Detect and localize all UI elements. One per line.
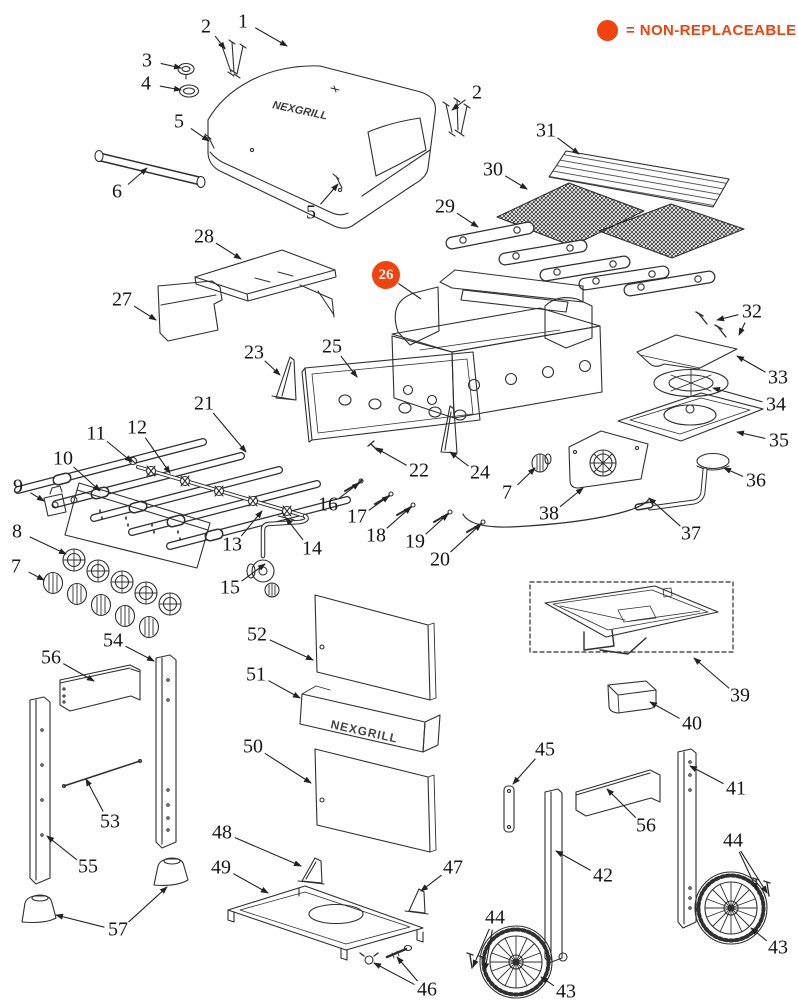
callout-11: 11 xyxy=(86,422,106,445)
bottom-shelf-drawing xyxy=(228,858,428,964)
callout-24: 24 xyxy=(470,461,490,484)
handle-drawing xyxy=(95,151,205,188)
callout-2: 2 xyxy=(201,15,211,38)
callout-57: 57 xyxy=(108,918,128,941)
callout-13: 13 xyxy=(222,533,242,556)
callout-43: 43 xyxy=(768,936,788,959)
wheel-legs-drawing xyxy=(467,749,770,998)
rear-legs-drawing xyxy=(22,655,188,923)
callout-12: 12 xyxy=(127,416,147,439)
callout-16: 16 xyxy=(318,493,338,516)
legend: = NON-REPLACEABLE xyxy=(597,20,797,41)
callout-42: 42 xyxy=(593,864,613,887)
callout-10: 10 xyxy=(53,447,73,470)
control-knobs-drawing xyxy=(44,454,552,638)
callout-55: 55 xyxy=(78,855,98,878)
callout-19: 19 xyxy=(405,530,425,553)
callout-46: 46 xyxy=(417,978,437,1001)
callout-52: 52 xyxy=(247,623,267,646)
callout-6: 6 xyxy=(112,180,122,203)
burner-tubes-drawing xyxy=(18,442,347,546)
non-replaceable-dot-icon xyxy=(597,20,618,41)
callout-27: 27 xyxy=(112,288,132,311)
callout-30: 30 xyxy=(483,158,503,181)
callout-21: 21 xyxy=(194,392,214,415)
grease-tray-drawing xyxy=(530,582,733,713)
callout-23: 23 xyxy=(244,341,264,364)
legend-text: = NON-REPLACEABLE xyxy=(626,22,797,39)
callout-53: 53 xyxy=(100,810,120,833)
callout-49: 49 xyxy=(211,856,231,879)
callout-44: 44 xyxy=(485,906,505,929)
callout-7: 7 xyxy=(502,481,512,504)
callout-56: 56 xyxy=(636,814,656,837)
callout-48: 48 xyxy=(212,821,232,844)
callout-17: 17 xyxy=(347,505,367,528)
highlighted-callout-26: 26 xyxy=(372,261,400,289)
side-burner-drawing xyxy=(463,312,763,527)
callout-36: 36 xyxy=(746,469,766,492)
callout-18: 18 xyxy=(366,524,386,547)
callout-41: 41 xyxy=(726,777,746,800)
callout-29: 29 xyxy=(435,195,455,218)
callout-51: 51 xyxy=(246,663,266,686)
callout-20: 20 xyxy=(430,548,450,571)
warming-rack-drawing xyxy=(549,151,729,207)
callout-39: 39 xyxy=(730,684,750,707)
wheel-right xyxy=(695,872,767,944)
firebox-drawing xyxy=(392,270,602,418)
callout-1: 1 xyxy=(238,10,248,33)
callout-2: 2 xyxy=(472,81,482,104)
callout-7: 7 xyxy=(11,555,21,578)
callout-5: 5 xyxy=(306,201,316,224)
callout-45: 45 xyxy=(535,738,555,761)
callout-25: 25 xyxy=(322,335,342,358)
heat-plates-drawing xyxy=(452,227,709,290)
callout-28: 28 xyxy=(194,225,214,248)
callout-38: 38 xyxy=(539,502,559,525)
callout-31: 31 xyxy=(536,119,556,142)
igniter-module-drawing xyxy=(44,486,66,516)
callout-22: 22 xyxy=(409,459,429,482)
callout-44: 44 xyxy=(723,829,743,852)
callout-54: 54 xyxy=(103,629,123,652)
callout-56: 56 xyxy=(41,646,61,669)
callout-3: 3 xyxy=(142,49,152,72)
callout-8: 8 xyxy=(12,520,22,543)
callout-50: 50 xyxy=(243,735,263,758)
callout-14: 14 xyxy=(302,537,322,560)
callout-33: 33 xyxy=(768,366,788,389)
callout-9: 9 xyxy=(13,475,23,498)
callout-47: 47 xyxy=(443,856,463,879)
side-shelf-drawing xyxy=(195,250,336,317)
callout-40: 40 xyxy=(682,712,702,735)
callout-43: 43 xyxy=(556,980,576,1003)
knob-bezels-drawing xyxy=(63,549,181,615)
callout-4: 4 xyxy=(141,72,151,95)
side-panel-left-drawing xyxy=(158,281,222,341)
callout-37: 37 xyxy=(681,522,701,545)
callout-35: 35 xyxy=(769,429,789,452)
callout-34: 34 xyxy=(766,393,786,416)
callout-32: 32 xyxy=(742,300,762,323)
callout-5: 5 xyxy=(174,110,184,133)
callout-15: 15 xyxy=(220,576,240,599)
